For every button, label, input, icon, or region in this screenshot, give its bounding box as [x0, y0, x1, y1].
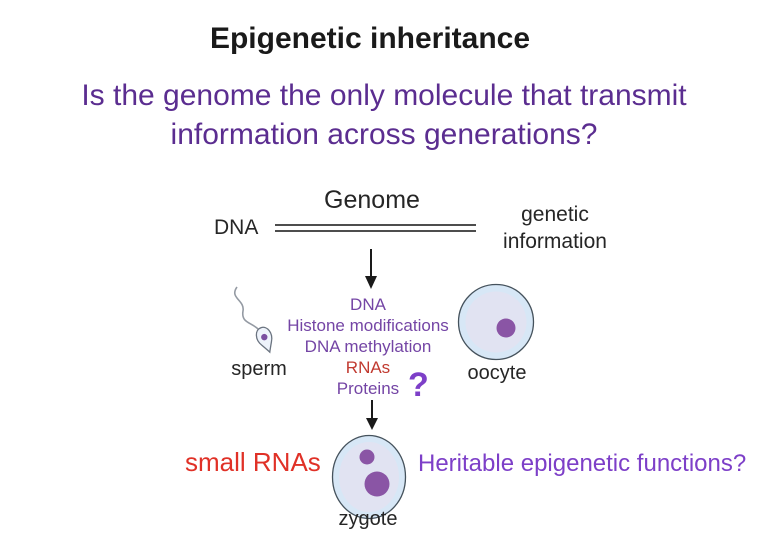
sperm-icon: [234, 286, 273, 354]
genetic-information-line-1: genetic: [521, 203, 589, 226]
molecule-item-histone-modifications: Histone modifications: [287, 316, 449, 335]
genome-label: Genome: [324, 186, 420, 214]
subtitle: Is the genome the only molecule that tra…: [0, 76, 768, 154]
molecule-item-proteins: Proteins: [336, 379, 400, 398]
subtitle-line-2: information across generations?: [170, 118, 598, 151]
subtitle-line-1: Is the genome the only molecule that tra…: [81, 79, 687, 112]
sperm-label: sperm: [231, 358, 287, 380]
molecule-item-dna-methylation: DNA methylation: [304, 337, 432, 356]
down-arrow-icon: [366, 400, 378, 430]
question-mark: ?: [408, 366, 429, 404]
oocyte-icon: [457, 283, 535, 361]
down-arrow-icon: [365, 249, 377, 289]
oocyte-label: oocyte: [467, 362, 527, 384]
molecule-item-rnas: RNAs: [345, 358, 391, 377]
genetic-information-line-2: information: [503, 230, 607, 253]
genetic-information-label: genetic information: [503, 201, 607, 255]
page-title: Epigenetic inheritance: [209, 22, 531, 55]
zygote-icon: [331, 434, 407, 520]
genome-double-line: [275, 224, 476, 232]
heritable-epigenetic-functions-label: Heritable epigenetic functions?: [418, 450, 747, 477]
zygote-label: zygote: [338, 508, 398, 530]
dna-label: DNA: [214, 216, 259, 239]
small-rnas-label: small RNAs: [185, 447, 321, 477]
molecule-item-dna: DNA: [350, 295, 386, 314]
molecule-list: DNA Histone modifications DNA methylatio…: [287, 294, 449, 399]
